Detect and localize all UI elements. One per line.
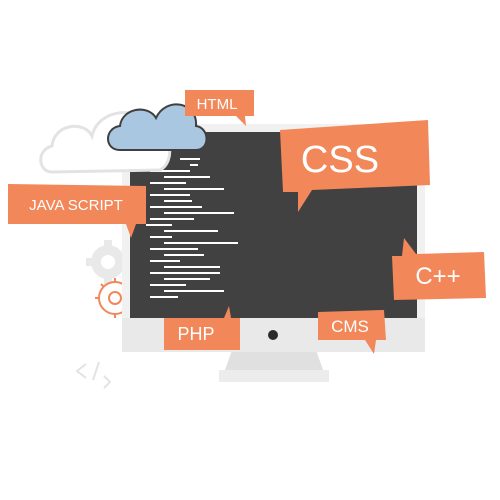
code-line xyxy=(164,176,210,178)
code-line xyxy=(164,188,224,190)
code-line xyxy=(164,200,192,202)
label-javascript: JAVA SCRIPT xyxy=(29,197,123,214)
code-line xyxy=(164,254,204,256)
code-line xyxy=(164,230,218,232)
code-line xyxy=(150,182,186,184)
code-line xyxy=(150,296,178,298)
label-cpp: C++ xyxy=(415,263,460,290)
code-line xyxy=(150,194,190,196)
code-line xyxy=(150,170,190,172)
camera-dot-icon xyxy=(268,330,278,340)
code-line xyxy=(150,248,198,250)
code-line xyxy=(150,236,172,238)
code-line xyxy=(150,272,220,274)
label-html: HTML xyxy=(197,96,238,113)
badge-cms: CMS xyxy=(318,310,386,354)
monitor-stand-neck xyxy=(225,350,323,370)
code-line xyxy=(164,212,234,214)
label-cms: CMS xyxy=(331,317,369,336)
badge-php: PHP xyxy=(164,306,240,350)
badge-css: CSS xyxy=(280,120,430,212)
label-php: PHP xyxy=(177,324,214,344)
code-line xyxy=(164,278,210,280)
code-line xyxy=(180,158,200,160)
code-line xyxy=(190,164,198,166)
code-line xyxy=(150,206,202,208)
code-line xyxy=(150,260,180,262)
monitor-stand-base xyxy=(219,370,329,382)
badge-javascript: JAVA SCRIPT xyxy=(8,184,146,238)
code-line xyxy=(146,224,172,226)
code-line xyxy=(164,242,238,244)
code-line xyxy=(150,284,186,286)
code-line xyxy=(164,290,224,292)
code-line xyxy=(164,266,220,268)
label-css: CSS xyxy=(301,139,379,181)
code-lines xyxy=(146,158,238,298)
code-brackets-icon xyxy=(75,361,112,389)
badge-cpp: C++ xyxy=(392,238,486,300)
badge-html: HTML xyxy=(185,90,254,126)
code-line xyxy=(150,218,194,220)
cloud-blue-icon xyxy=(107,103,208,151)
